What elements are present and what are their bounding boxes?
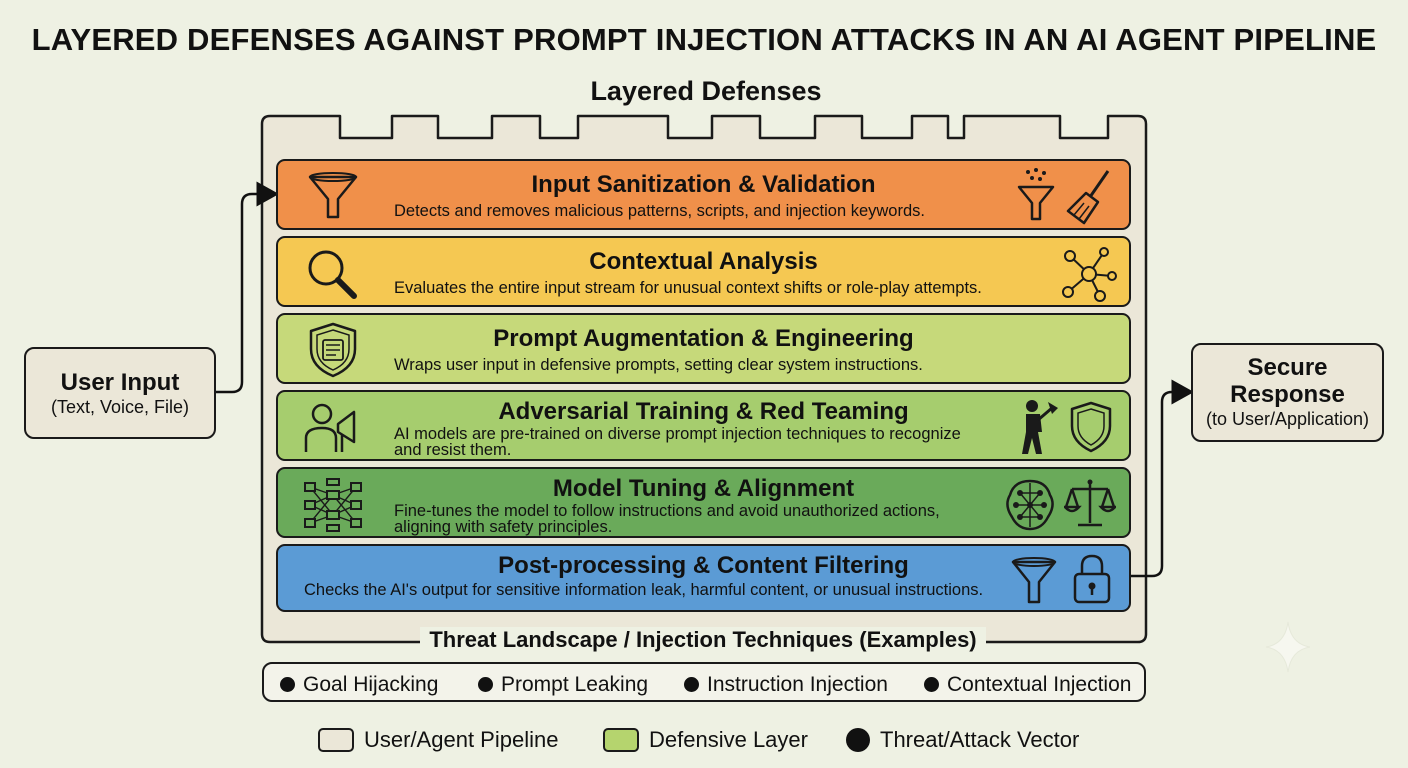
user-input-subtitle: (Text, Voice, File) [50, 397, 190, 417]
threat-dot [280, 677, 295, 692]
layer-post-processing: Post-processing & Content Filtering Chec… [276, 544, 1131, 612]
legend-dot [846, 728, 870, 752]
legend-label: Threat/Attack Vector [880, 727, 1080, 752]
threat-label: Contextual Injection [947, 673, 1132, 696]
magnifier-icon [308, 250, 357, 299]
input-connector [215, 181, 279, 394]
user-input-title: User Input [60, 369, 180, 396]
layer-title: Contextual Analysis [589, 248, 818, 275]
threat-item: Prompt Leaking [478, 673, 648, 697]
secure-response-box: Secure Response (to User/Application) [1191, 343, 1384, 442]
layer-title: Input Sanitization & Validation [531, 171, 876, 198]
legend-label: Defensive Layer [649, 727, 808, 752]
legend-item-defensive-layer: Defensive Layer [603, 727, 808, 753]
legend-swatch [318, 728, 354, 752]
network-icon [1062, 247, 1117, 302]
layer-description-line2: aligning with safety principles. [394, 518, 613, 536]
layer-title: Adversarial Training & Red Teaming [498, 398, 909, 425]
page-title: LAYERED DEFENSES AGAINST PROMPT INJECTIO… [31, 22, 1377, 57]
layer-contextual-analysis: Contextual Analysis Evaluates the entire… [276, 236, 1131, 307]
layer-adversarial-training: Adversarial Training & Red Teaming AI mo… [276, 390, 1131, 461]
threat-label: Goal Hijacking [303, 673, 439, 696]
threat-dot [924, 677, 939, 692]
secure-response-title-line2: Response [1230, 381, 1345, 408]
padlock-icon [1073, 554, 1111, 604]
legend-item-pipeline: User/Agent Pipeline [318, 727, 558, 753]
threat-dot [684, 677, 699, 692]
layer-model-tuning: Model Tuning & Alignment Fine-tunes the … [276, 467, 1131, 538]
layer-title: Prompt Augmentation & Engineering [493, 325, 914, 352]
attacker-axe-icon [1022, 400, 1058, 454]
secure-response-subtitle: (to User/Application) [1205, 409, 1370, 429]
person-megaphone-icon [304, 403, 356, 452]
layer-description: Detects and removes malicious patterns, … [394, 202, 925, 220]
legend-item-threat: Threat/Attack Vector [846, 727, 1079, 753]
layer-description-line1: AI models are pre-trained on diverse pro… [394, 425, 961, 443]
threat-item: Instruction Injection [684, 673, 888, 697]
broom-icon [1066, 170, 1110, 225]
layer-description: Evaluates the entire input stream for un… [394, 279, 982, 297]
threat-label: Prompt Leaking [501, 673, 649, 696]
brain-network-icon [1006, 479, 1054, 531]
output-connector [1131, 379, 1194, 578]
scales-icon [1064, 479, 1116, 527]
threat-label: Instruction Injection [707, 673, 888, 696]
threat-list: Goal Hijacking Prompt Leaking Instructio… [262, 662, 1146, 702]
layer-title: Model Tuning & Alignment [552, 475, 855, 502]
layer-description-line2: and resist them. [394, 441, 512, 459]
shield-document-icon [309, 322, 357, 378]
sprinkle-funnel-icon [1017, 168, 1055, 221]
user-input-box: User Input (Text, Voice, File) [24, 347, 216, 439]
threat-dot [478, 677, 493, 692]
layer-title: Post-processing & Content Filtering [498, 552, 909, 579]
legend-swatch [603, 728, 639, 752]
shield-icon [1070, 401, 1112, 453]
threat-item: Contextual Injection [924, 673, 1131, 697]
layer-input-sanitization: Input Sanitization & Validation Detects … [276, 159, 1131, 230]
threat-item: Goal Hijacking [280, 673, 438, 697]
layer-description: Wraps user input in defensive prompts, s… [394, 356, 923, 374]
secure-response-title-line1: Secure [1247, 354, 1328, 381]
neural-net-icon [304, 478, 362, 532]
layer-description-line1: Fine-tunes the model to follow instructi… [394, 502, 940, 520]
funnel-icon [308, 172, 358, 219]
layer-description: Checks the AI's output for sensitive inf… [304, 581, 984, 599]
diagram-subtitle: Layered Defenses [590, 76, 822, 106]
legend-label: User/Agent Pipeline [364, 727, 559, 752]
funnel-icon [1011, 557, 1057, 604]
sparkle-icon [1265, 621, 1311, 673]
threat-landscape-heading: Threat Landscape / Injection Techniques … [420, 627, 986, 653]
layer-prompt-augmentation: Prompt Augmentation & Engineering Wraps … [276, 313, 1131, 384]
